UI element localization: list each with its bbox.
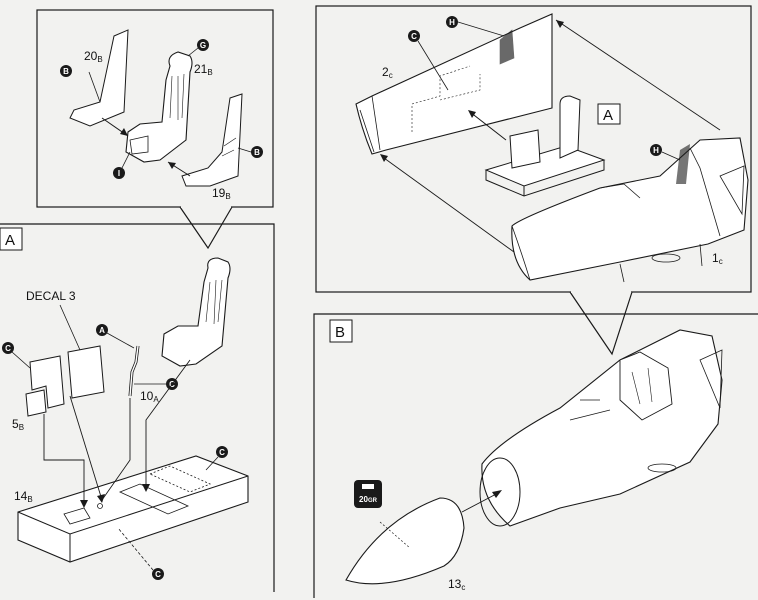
svg-text:A: A: [99, 326, 105, 335]
svg-text:C: C: [219, 448, 225, 457]
callout-C-panel-a-3: C: [216, 446, 228, 458]
weight-badge: 20GR: [354, 480, 382, 508]
bracket-5-shape: [29, 355, 65, 409]
part-label-19: 19B: [212, 186, 231, 201]
fuselage-top-pointer: [569, 291, 633, 356]
cockpit-tub-shape: [484, 145, 606, 187]
callout-H-fuselage-1: H: [446, 16, 458, 28]
part-label-5: 5B: [12, 417, 24, 432]
decal-panel-shape: [67, 345, 105, 399]
ref-label-A: A: [603, 107, 613, 124]
panel-a-seat-shape: [161, 257, 231, 367]
part-label-2: 2c: [382, 65, 393, 80]
side-panel-19-shape: [181, 93, 243, 187]
svg-text:I: I: [118, 169, 120, 178]
base-plate-14-shape: [17, 455, 249, 563]
part-label-1: 1c: [712, 251, 723, 266]
fuselage-top-panel: 2c C H A 1c H: [315, 5, 752, 356]
part-label-10: 10A: [140, 389, 159, 404]
fuselage-top-frame: [315, 5, 752, 293]
panel-a: A DECAL 3 5B C 10A A C: [0, 223, 275, 592]
svg-text:C: C: [5, 344, 11, 353]
callout-G-seat: G: [197, 39, 209, 51]
bracket-5-base: [25, 389, 47, 417]
svg-text:C: C: [155, 570, 161, 579]
svg-text:20GR: 20GR: [359, 495, 378, 504]
svg-text:B: B: [63, 67, 69, 76]
seat-body-shape: [125, 51, 193, 163]
assembled-fuselage-shape: [481, 329, 723, 527]
fuselage-1c-shape: [511, 137, 749, 281]
part-label-13: 13c: [448, 577, 465, 592]
svg-text:B: B: [254, 148, 260, 157]
svg-text:C: C: [411, 32, 417, 41]
callout-C-panel-a-1: C: [2, 342, 14, 354]
callout-I-seat: I: [113, 167, 125, 179]
seat-inset-frame: [36, 9, 274, 208]
part-label-14: 14B: [14, 489, 33, 504]
callout-C-panel-a-4: C: [152, 568, 164, 580]
panel-b-frame: [313, 313, 758, 598]
nose-cone-13-shape: [345, 497, 465, 585]
callout-H-fuselage-2: H: [650, 144, 662, 156]
part-label-21: 21B: [194, 62, 213, 77]
part-label-20: 20B: [84, 49, 103, 64]
panel-a-frame: [0, 223, 275, 592]
decal-label: DECAL 3: [26, 289, 76, 303]
panel-b-label: B: [335, 324, 345, 341]
svg-text:H: H: [449, 18, 455, 27]
seat-inset-panel: 20B B 21B G I 19B B: [36, 9, 274, 250]
callout-C-fuselage: C: [408, 30, 420, 42]
panel-b: B 13c 20GR: [313, 313, 758, 598]
seat-inset-pointer: [179, 206, 233, 250]
svg-text:H: H: [653, 146, 659, 155]
callout-A-panel-a: A: [96, 324, 108, 336]
svg-text:G: G: [200, 41, 206, 50]
callout-B-seat-1: B: [60, 65, 72, 77]
panel-a-label: A: [5, 232, 15, 249]
side-panel-20-shape: [69, 29, 129, 127]
callout-B-seat-2: B: [251, 146, 263, 158]
